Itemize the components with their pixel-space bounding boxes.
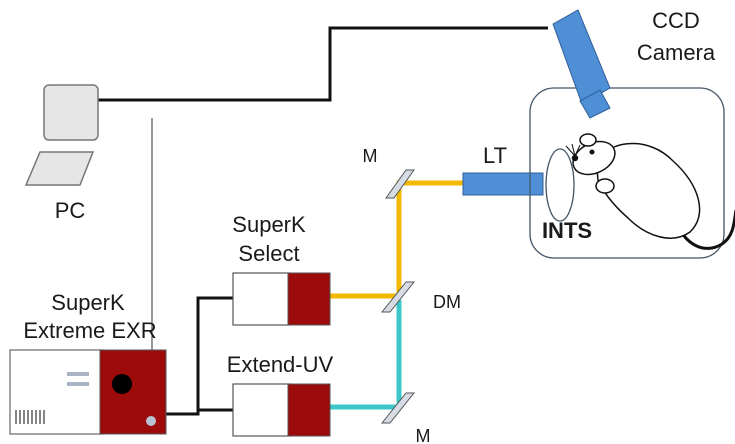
mouse-nose: [571, 154, 579, 162]
dichroic-mirror: [380, 281, 416, 313]
pc-monitor: [43, 84, 99, 141]
extreme-indicator-bar: [67, 372, 89, 376]
superk-extreme-unit: [9, 349, 167, 435]
mouse-tail: [674, 209, 735, 250]
superk-select-unit: [232, 272, 331, 326]
superk-extreme-label-line1: SuperK: [51, 290, 125, 315]
extend-uv-label: Extend-UV: [227, 352, 334, 377]
mouse-eye: [589, 149, 595, 155]
beam-cyan: [330, 300, 402, 410]
mirror-top: [385, 169, 415, 199]
pc-computer: [24, 84, 99, 186]
superk-select-label-line2: Select: [238, 241, 299, 266]
mirror-bottom-label: M: [416, 426, 431, 444]
ccd-label-line2: Camera: [637, 40, 716, 65]
extend-uv-unit: [232, 383, 331, 437]
ccd-label-line1: CCD: [652, 8, 700, 33]
light-guide: [462, 172, 544, 196]
mouse-ear: [595, 178, 615, 194]
superk-extreme-label-line2: Extreme EXR: [23, 318, 156, 343]
lt-label: LT: [483, 143, 507, 168]
extreme-vent-lines: [15, 410, 45, 424]
pc-camera-cable: [97, 26, 548, 102]
mouse-ear: [579, 133, 597, 147]
extend-uv-front: [287, 383, 331, 437]
mouse-body: [595, 142, 701, 239]
mirror-top-label: M: [363, 146, 378, 166]
ints-chamber: [529, 87, 725, 259]
extreme-indicator-bar: [67, 382, 89, 386]
ints-label: INTS: [542, 218, 592, 243]
fiber-cable-select: [166, 296, 233, 416]
superk-extreme-front: [99, 349, 167, 435]
camera-lens: [579, 89, 611, 119]
camera-body: [552, 9, 611, 105]
mirror-bottom: [380, 392, 416, 424]
superk-select-label-line1: SuperK: [232, 212, 306, 237]
ccd-camera: [552, 9, 611, 119]
superk-extreme-panel: [9, 349, 104, 435]
dichroic-label: DM: [433, 292, 461, 312]
mouse-subject: [565, 133, 735, 250]
pc-keyboard: [24, 151, 95, 186]
extreme-key-knob: [112, 374, 132, 394]
mouse-whiskers: [565, 143, 581, 157]
beam-yellow: [330, 180, 465, 299]
extreme-output-port: [146, 416, 156, 426]
ints-lens: [545, 148, 575, 222]
superk-select-front: [287, 272, 331, 326]
pc-label: PC: [55, 198, 86, 223]
